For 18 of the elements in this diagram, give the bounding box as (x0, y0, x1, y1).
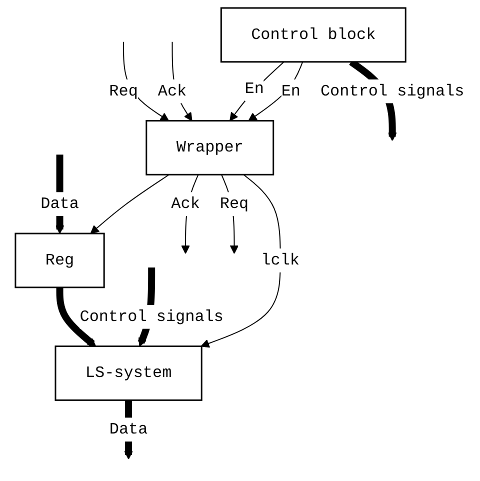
arrow (56, 287, 96, 347)
edge-label: Data (40, 192, 80, 216)
edge-label: Data (110, 418, 148, 442)
edge-label: En (244, 77, 264, 101)
arrow (248, 61, 304, 122)
control-block-box: Control block (220, 7, 407, 63)
edge-label: Control signals (320, 79, 464, 104)
edge-label: lclk (261, 248, 300, 272)
arrow (200, 174, 282, 348)
edge-label: Control signals (80, 304, 224, 329)
edge-label: Ack (158, 79, 187, 104)
edge-label: Req (220, 192, 249, 216)
edge-label: Ack (171, 192, 200, 216)
arrow (230, 61, 285, 122)
arrow (90, 174, 170, 234)
system-box: LS-system (54, 346, 203, 401)
register-box: Reg (14, 232, 105, 288)
wrapper-box: Wrapper (146, 120, 274, 176)
